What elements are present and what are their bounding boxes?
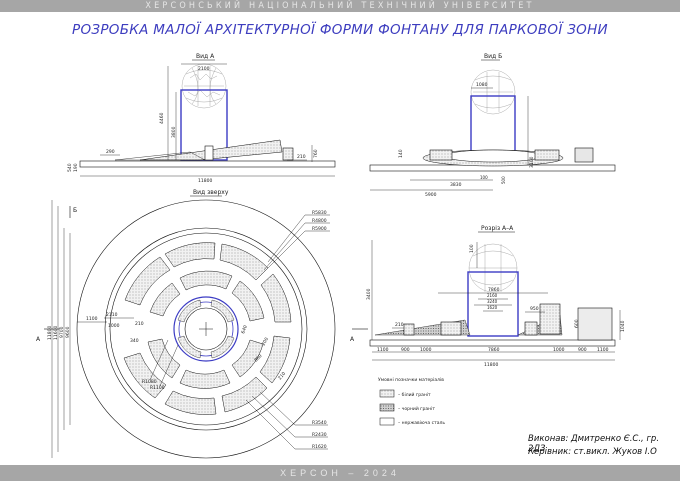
svg-text:2110: 2110 [106,312,118,318]
section-label: Розріз А–А [481,225,514,232]
svg-text:1620: 1620 [487,305,498,310]
svg-text:760: 760 [313,149,319,158]
svg-text:Б: Б [73,207,77,214]
svg-text:210: 210 [297,154,306,160]
svg-text:900: 900 [401,347,410,353]
svg-text:140: 140 [398,149,404,158]
svg-text:540: 540 [67,163,73,172]
svg-text:3240: 3240 [487,299,498,304]
svg-text:3830: 3830 [450,182,462,188]
svg-text:210: 210 [277,371,287,382]
svg-text:1000: 1000 [108,323,120,329]
svg-text:4460: 4460 [159,112,165,124]
inner-steel-ring [173,296,239,362]
svg-text:R3540: R3540 [312,420,327,426]
svg-text:1080: 1080 [476,82,488,88]
svg-text:600: 600 [574,319,580,328]
top-view-label: Вид зверху [193,189,229,196]
svg-text:100: 100 [469,244,475,253]
svg-text:– нержавіюча сталь: – нержавіюча сталь [398,420,445,426]
svg-text:3800: 3800 [171,126,177,138]
svg-text:1040: 1040 [620,320,626,332]
svg-text:R1080: R1080 [142,379,157,385]
svg-text:3100: 3100 [529,156,535,168]
svg-text:– чорний граніт: – чорний граніт [398,405,435,412]
svg-text:11800: 11800 [198,178,212,184]
svg-text:9600: 9600 [65,326,71,338]
svg-text:1100: 1100 [597,347,609,353]
svg-text:100: 100 [480,175,488,180]
svg-text:190: 190 [73,163,79,172]
svg-text:950: 950 [530,306,539,312]
view-b-label: Вид Б [484,53,502,60]
svg-text:11800: 11800 [484,362,498,368]
svg-text:340: 340 [130,338,139,344]
svg-text:290: 290 [106,149,115,155]
legend-swatch-white [379,389,395,398]
svg-text:7860: 7860 [488,287,500,293]
svg-text:А: А [350,336,355,343]
svg-text:200: 200 [261,336,271,347]
view-a-label: Вид А [196,53,215,60]
svg-text:2100: 2100 [198,66,210,72]
svg-text:А: А [36,336,41,343]
svg-text:R4800: R4800 [312,218,327,224]
svg-text:R5830: R5830 [312,210,327,216]
svg-text:1000: 1000 [553,347,565,353]
supervisor-signature: Керівник: ст.викл. Жуков І.О [528,447,657,457]
svg-text:500: 500 [501,176,506,184]
svg-text:1100: 1100 [377,347,389,353]
svg-text:9700: 9700 [59,326,65,338]
drawing-title: РОЗРОБКА МАЛОЇ АРХІТЕКТУРНОЇ ФОРМИ ФОНТА… [72,22,608,38]
svg-text:210: 210 [395,322,404,328]
svg-text:11800: 11800 [47,326,53,340]
materials-legend: Умовні позначки матеріалів – білий грані… [378,377,445,426]
svg-text:860: 860 [253,353,263,363]
legend-swatch-black [379,403,395,412]
author-signature: Виконав: Дмитренко Є.С., гр. 2ДЗ [528,434,660,454]
svg-text:640: 640 [240,324,249,334]
svg-text:7860: 7860 [488,347,500,353]
svg-text:3400: 3400 [366,288,372,300]
svg-text:R2430: R2430 [312,432,327,438]
svg-text:R5900: R5900 [312,226,327,232]
svg-text:– білий граніт: – білий граніт [398,391,431,398]
university-header: ХЕРСОНСЬКИЙ НАЦІОНАЛЬНИЙ ТЕХНІЧНИЙ УНІВЕ… [0,0,680,12]
svg-text:900: 900 [578,347,587,353]
legend-title: Умовні позначки матеріалів [378,377,444,383]
svg-text:11600: 11600 [53,326,59,340]
svg-text:1000: 1000 [420,347,432,353]
view-b: Вид Б 1080 140 3100 3830 100 500 5900 [369,53,616,198]
top-view: Вид зверху [36,189,368,459]
footer-city-year: ХЕРСОН – 2024 [0,465,680,481]
view-a: Вид А 2100 4460 3800 290 210 760 540 190 [67,53,336,184]
svg-text:R1620: R1620 [312,444,327,450]
section-a-a: Розріз А–А 100 3400 7860 2160 3240 1620 … [366,225,626,368]
svg-text:210: 210 [135,321,144,327]
svg-text:2160: 2160 [487,293,498,298]
legend-swatch-steel [379,417,395,426]
svg-text:R1100: R1100 [150,385,165,391]
svg-text:1100: 1100 [86,316,98,322]
svg-text:5900: 5900 [425,192,437,198]
